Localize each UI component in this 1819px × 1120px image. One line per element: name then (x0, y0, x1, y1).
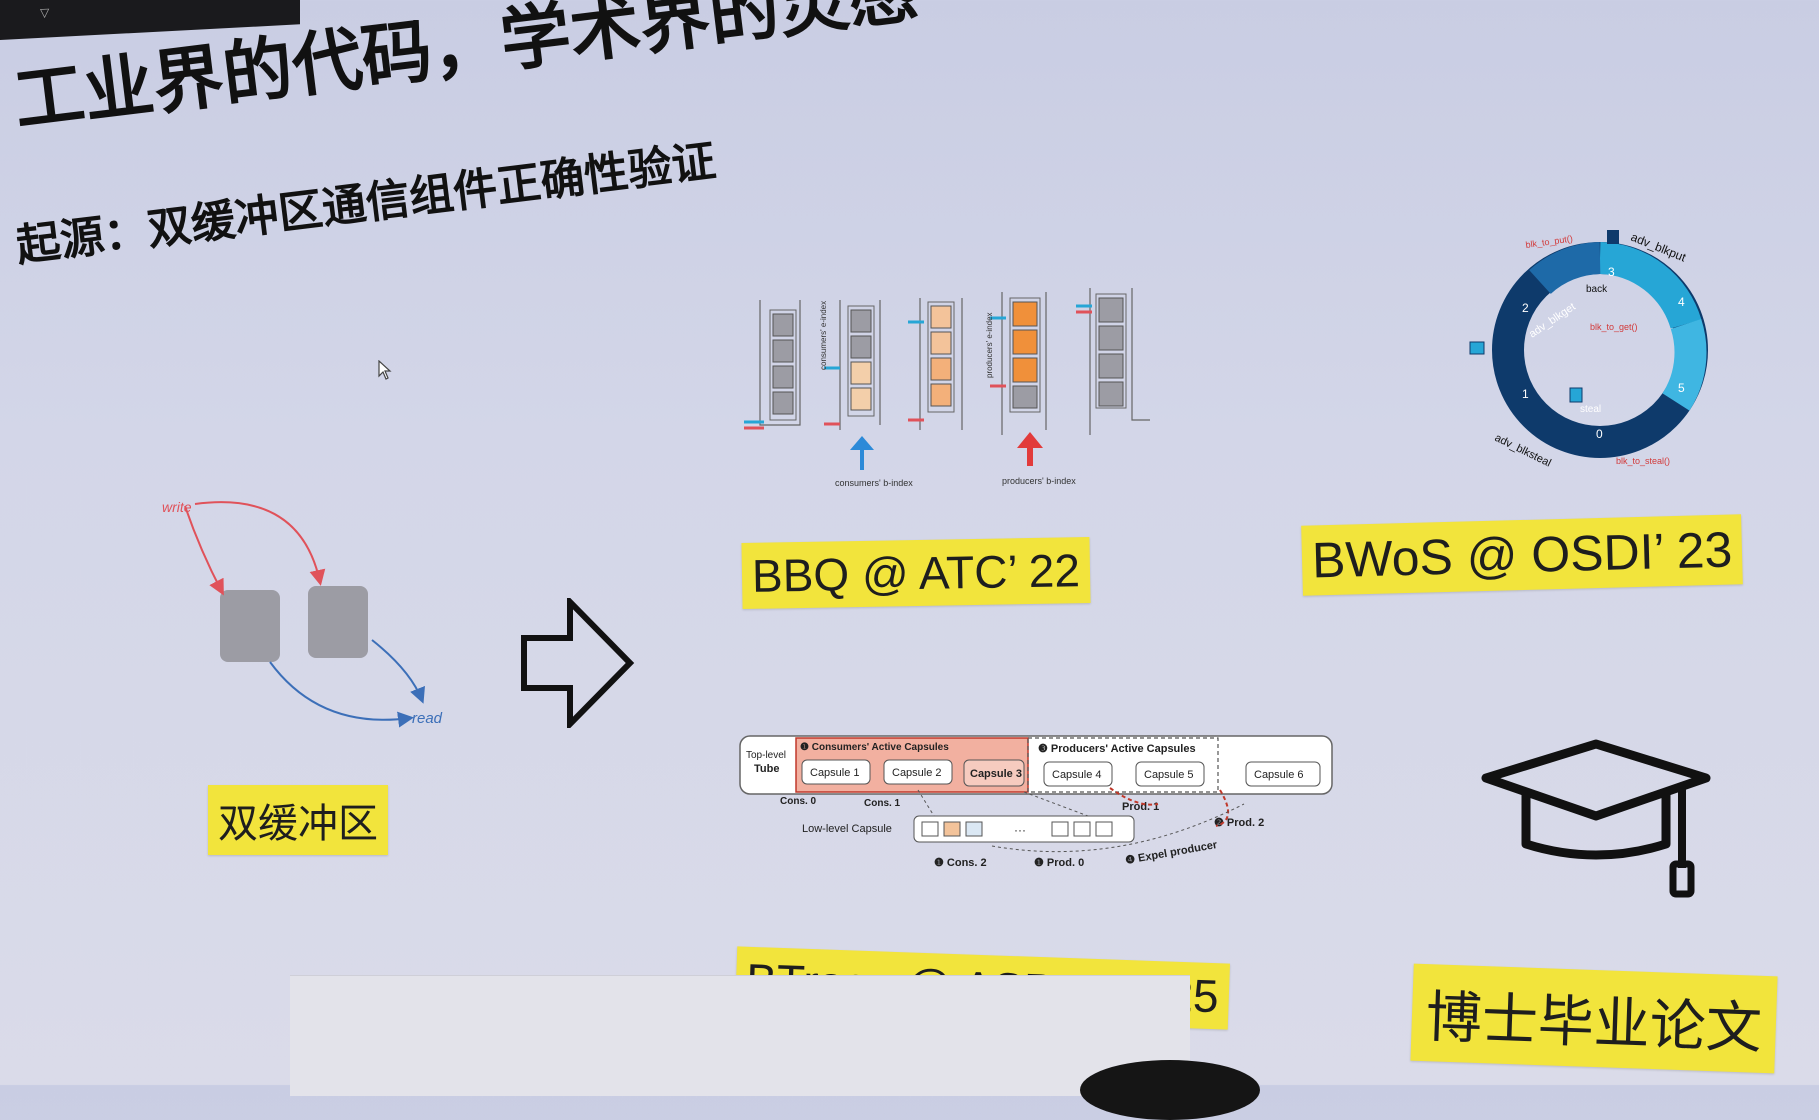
buffer-block-2 (308, 586, 368, 658)
double-buffer-tag: 双缓冲区 (208, 785, 388, 855)
btrace-top-level: Top-level (746, 750, 786, 761)
btrace-capsule-6: Capsule 6 (1254, 769, 1304, 781)
bwos-seg-2: 2 (1522, 301, 1529, 315)
bwos-seg-1: 1 (1522, 387, 1529, 401)
bwos-steal: steal (1580, 404, 1601, 415)
btrace-diagram: Top-level Tube ❶ Consumers' Active Capsu… (739, 735, 1333, 869)
bwos-seg-4: 4 (1678, 295, 1685, 309)
slide-subtitle: 起源：双缓冲区通信组件正确性验证 (13, 135, 719, 273)
bottom-screen-panel (290, 975, 1190, 1096)
bbq-consumers-e-index: consumers' e-index (819, 301, 828, 370)
bbq-diagram: consumers' e-index producers' e-index co… (744, 288, 1150, 488)
double-buffer-diagram: write read (162, 499, 443, 728)
btrace-capsule-1: Capsule 1 (810, 767, 860, 779)
btrace-cons0: Cons. 0 (780, 796, 817, 807)
bwos-blk-to-steal: blk_to_steal() (1616, 456, 1670, 466)
bbq-producers-b-index: producers' b-index (1002, 476, 1076, 486)
bwos-seg-5: 5 (1678, 381, 1685, 395)
btrace-capsule-5: Capsule 5 (1144, 769, 1194, 781)
bbq-producers-e-index: producers' e-index (985, 312, 994, 378)
bwos-tag: BWoS @ OSDI’ 23 (1301, 514, 1744, 596)
btrace-producers-active: ❸ Producers' Active Capsules (1038, 743, 1196, 755)
read-label: read (412, 710, 443, 727)
btrace-capsule-4: Capsule 4 (1052, 769, 1102, 781)
right-arrow-icon (521, 598, 635, 728)
bwos-seg-0: 0 (1596, 427, 1603, 441)
audience-head-silhouette (1080, 1060, 1260, 1120)
btrace-capsule-3: Capsule 3 (970, 768, 1022, 780)
bwos-seg-3: 3 (1608, 265, 1615, 279)
mouse-cursor-icon (378, 360, 392, 380)
btrace-prod1: Prod. 1 (1122, 801, 1159, 813)
btrace-consumers-active: ❶ Consumers' Active Capsules (800, 742, 949, 753)
write-label: write (162, 499, 192, 515)
btrace-tube: Tube (754, 763, 779, 775)
btrace-prod0: ❶ Prod. 0 (1034, 857, 1084, 869)
bwos-blk-to-get: blk_to_get() (1590, 322, 1638, 332)
bbq-consumers-b-index: consumers' b-index (835, 478, 913, 488)
btrace-expel: ❹ Expel producer (1124, 839, 1218, 867)
bwos-ring-diagram: 0 1 2 3 4 5 blk_to_put() adv_blkput back… (1469, 230, 1708, 470)
bwos-back: back (1586, 284, 1608, 295)
btrace-dots: ··· (1014, 823, 1026, 837)
buffer-block-1 (220, 590, 280, 662)
btrace-low-level: Low-level Capsule (802, 823, 892, 835)
filter-icon: ▽ (40, 5, 50, 20)
graduation-cap-icon (1481, 739, 1711, 898)
phd-thesis-tag: 博士毕业论文 (1410, 963, 1778, 1074)
btrace-capsule-2: Capsule 2 (892, 767, 942, 779)
btrace-cons1: Cons. 1 (864, 798, 901, 809)
btrace-cons2: ❶ Cons. 2 (934, 857, 987, 869)
bbq-tag: BBQ @ ATC’ 22 (741, 536, 1091, 610)
